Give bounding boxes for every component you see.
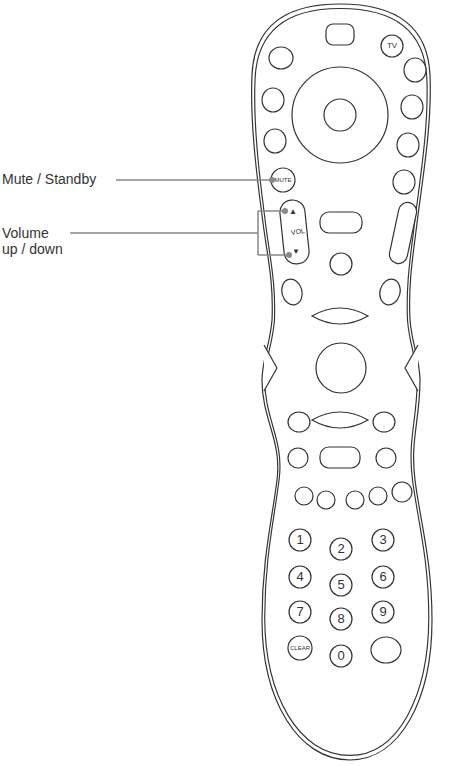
remote-circle [372,601,394,623]
remote-path [405,345,418,391]
button-label: ▼ [292,247,300,256]
remote-rect [320,447,360,468]
remote-path [252,4,432,760]
remote-ellipse [404,58,426,82]
button-label: 8 [337,612,344,627]
remote-rect [388,201,418,265]
remote-circle [295,487,313,505]
button-label: MUTE [275,177,292,184]
remote-circle [330,253,352,275]
remote-circle [392,482,412,502]
remote-circle [289,529,311,551]
button-label: 6 [379,570,386,585]
remote-g [269,177,292,258]
remote-circle [317,491,335,509]
button-label: 4 [296,570,303,585]
remote-circle [330,645,352,667]
button-label: 0 [337,649,344,664]
callout-label: Mute / Standby [2,171,96,187]
button-label: 7 [296,605,303,620]
button-label: CLEAR [290,645,310,652]
remote-circle [289,566,311,588]
remote-circle [289,601,311,623]
remote-ellipse [269,47,293,69]
remote-ellipse [377,277,403,307]
remote-ellipse [262,88,284,112]
remote-circle [286,252,292,258]
remote-ellipse [397,133,419,157]
remote-ellipse [376,448,396,468]
remote-circle [316,343,366,393]
remote-circle [271,168,295,192]
remote-rect [320,212,362,233]
remote-ellipse [373,412,395,432]
remote-ellipse [288,412,310,432]
remote-circle [288,636,312,660]
remote-circle [346,491,364,509]
callout-label: Volume up / down [2,225,67,257]
remote-ellipse [371,637,401,663]
remote-path [264,345,277,391]
remote-g [70,180,287,255]
button-label: TV [387,41,397,50]
remote-circle [381,35,403,57]
remote-g [252,4,432,760]
remote-circle [330,538,352,560]
remote-circle [372,566,394,588]
remote-circle [282,208,288,214]
remote-circle [269,177,275,183]
remote-path [70,211,287,255]
button-label: ▲ [289,207,297,216]
remote-circle [330,574,352,596]
remote-path [116,179,272,181]
remote-rect [326,24,354,45]
button-label: 9 [379,605,386,620]
remote-circle [369,487,387,505]
remote-circle [324,99,356,131]
remote-ellipse [288,448,308,468]
button-label: 5 [337,578,344,593]
remote-path [312,412,368,428]
remote-ellipse [401,95,423,119]
remote-ellipse [264,129,286,153]
remote-circle [372,529,394,551]
remote-ellipse [393,170,415,194]
button-label: 2 [337,542,344,557]
remote-circle [292,67,388,163]
remote-ellipse [279,277,305,307]
remote-path [312,308,368,324]
button-label: 3 [379,533,386,548]
remote-circle [330,608,352,630]
remote-path [255,9,429,756]
button-label: 1 [296,533,303,548]
